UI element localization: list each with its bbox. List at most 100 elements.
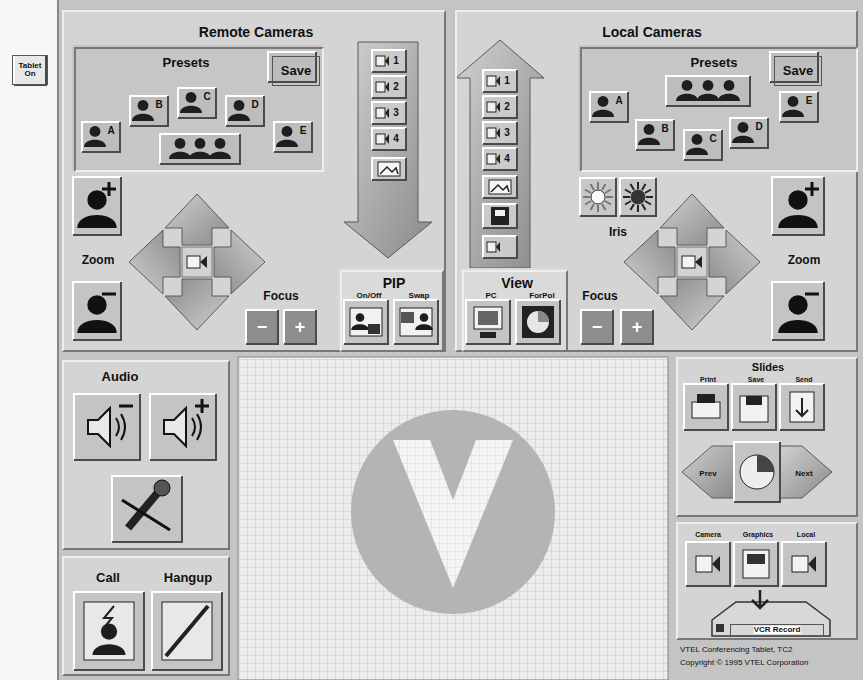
preset-button [178, 88, 216, 118]
hangup-button [152, 592, 222, 670]
preset-button [684, 130, 722, 160]
camera-lens [496, 76, 500, 86]
person-head [788, 96, 799, 107]
focus-sign: − [257, 318, 268, 337]
person-body [132, 114, 154, 121]
zoom-in-button [73, 177, 121, 235]
speaker-icon [88, 408, 110, 446]
person-head [282, 126, 293, 137]
view-ground [460, 268, 566, 350]
button-shadow [730, 118, 768, 148]
panel-heading: Save [281, 64, 311, 78]
video-disc-slice [538, 311, 549, 322]
button-highlight [372, 102, 406, 124]
button-caption: Swap [409, 292, 430, 300]
button-highlight [590, 92, 628, 122]
button-highlight [226, 96, 264, 126]
sun-ray [631, 184, 635, 190]
button-highlight [732, 384, 776, 430]
button-shadow [780, 384, 824, 430]
button-shadow [372, 50, 406, 72]
send-slide-button [780, 384, 824, 430]
button-shadow [621, 310, 653, 344]
person-body [697, 94, 719, 101]
panel-heading: Slides [752, 362, 784, 374]
person-head [90, 126, 101, 137]
graphics-select-button [483, 176, 517, 198]
button-shadow [112, 476, 182, 542]
panel-heading: Tablet On [15, 62, 45, 79]
button-caption: Next [795, 470, 812, 478]
button-highlight [684, 384, 728, 430]
button-shadow [73, 177, 121, 235]
sun-ray [631, 204, 635, 210]
panel-heading: Remote Cameras [199, 25, 313, 40]
monitor-icon [474, 307, 502, 329]
source-button [734, 542, 778, 586]
pad-center [677, 247, 707, 277]
sun-ray [637, 182, 639, 189]
call-screen [84, 602, 134, 660]
camera-lens [385, 82, 389, 92]
button-highlight [684, 130, 722, 160]
save-slide-button [732, 384, 776, 430]
camera-body [487, 154, 496, 164]
button-shadow [636, 120, 674, 150]
button-highlight [516, 300, 560, 344]
button-shadow [14, 55, 46, 85]
button-shadow [483, 70, 517, 92]
camera-select-button [483, 70, 517, 92]
person-head [692, 134, 703, 145]
monitor-base [480, 332, 496, 338]
button-caption: Graphics [743, 531, 773, 538]
button-shadow [160, 134, 240, 164]
microphone-head [154, 480, 170, 496]
sun-ray [623, 196, 630, 198]
speaker-icon [164, 408, 186, 446]
disk-shutter [746, 396, 762, 405]
button-shadow [82, 122, 120, 152]
person-head [724, 80, 735, 91]
pan-tilt-arrow [709, 230, 760, 294]
camera-body [376, 108, 385, 118]
camera-body [487, 102, 496, 112]
camera-body [682, 256, 695, 268]
button-shadow [620, 178, 656, 216]
remote-panel-ground [62, 10, 446, 352]
preset-button [730, 118, 768, 148]
button-shadow [372, 76, 406, 98]
button-highlight [372, 76, 406, 98]
button-highlight [372, 158, 406, 180]
view-pc-button [466, 300, 510, 344]
focus-sign: + [295, 318, 306, 337]
person-body [228, 114, 250, 121]
button-letter: A [107, 126, 114, 137]
button-highlight [621, 310, 653, 344]
button-shadow [483, 96, 517, 118]
button-shadow [516, 300, 560, 344]
graphics-icon [743, 550, 769, 578]
button-shadow [734, 542, 778, 586]
print-button [684, 384, 728, 430]
tablet-on-button [14, 55, 46, 85]
remote-cameras-panel: Remote CamerasPresetsSavePIPOn/OffSwap [62, 10, 446, 352]
plus-sign [102, 182, 116, 196]
camera-lens [385, 56, 389, 66]
presets-box: PresetsSave [74, 47, 324, 172]
save-button: Save [774, 56, 822, 86]
camera-body [376, 82, 385, 92]
slide-view-button [734, 442, 780, 502]
camera-body [487, 76, 496, 86]
sound-waves [192, 414, 201, 440]
person-head [186, 92, 197, 103]
button-highlight [74, 592, 144, 670]
button-highlight [74, 394, 140, 460]
sun-ray [625, 201, 631, 205]
sun-ray [585, 201, 591, 205]
button-highlight [82, 122, 120, 152]
vtel-logo-notch [430, 440, 476, 500]
zoom-out-button [73, 282, 121, 340]
send-arrow [344, 42, 432, 258]
plus-sign [195, 399, 209, 413]
